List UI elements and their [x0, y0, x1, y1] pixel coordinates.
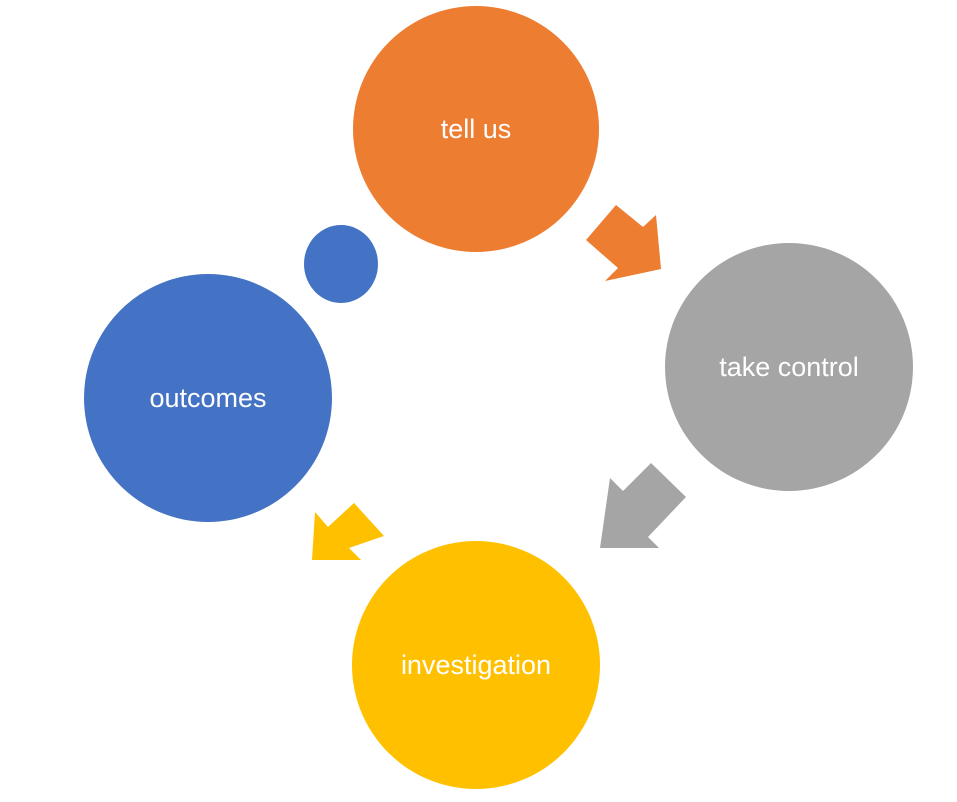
node-outcomes-label: outcomes: [149, 383, 266, 413]
connector-investigation-to-outcomes-arrow: [312, 503, 384, 560]
node-investigation-label: investigation: [401, 650, 551, 680]
node-tell-us-circle: [353, 6, 599, 252]
node-tell-us-label: tell us: [441, 114, 512, 144]
node-tell-us: tell us: [353, 6, 599, 252]
node-investigation-circle: [352, 541, 600, 789]
connector-outcomes-to-tell-us-ellipse: [304, 225, 378, 303]
node-investigation: investigation: [352, 541, 600, 789]
node-outcomes: outcomes: [84, 274, 332, 522]
connector-take-control-to-investigation-arrow: [600, 463, 686, 548]
node-take-control: take control: [665, 243, 913, 491]
node-outcomes-circle: [84, 274, 332, 522]
connector-tell-us-to-take-control-arrow: [586, 205, 661, 281]
node-take-control-circle: [665, 243, 913, 491]
node-take-control-label: take control: [719, 352, 859, 382]
